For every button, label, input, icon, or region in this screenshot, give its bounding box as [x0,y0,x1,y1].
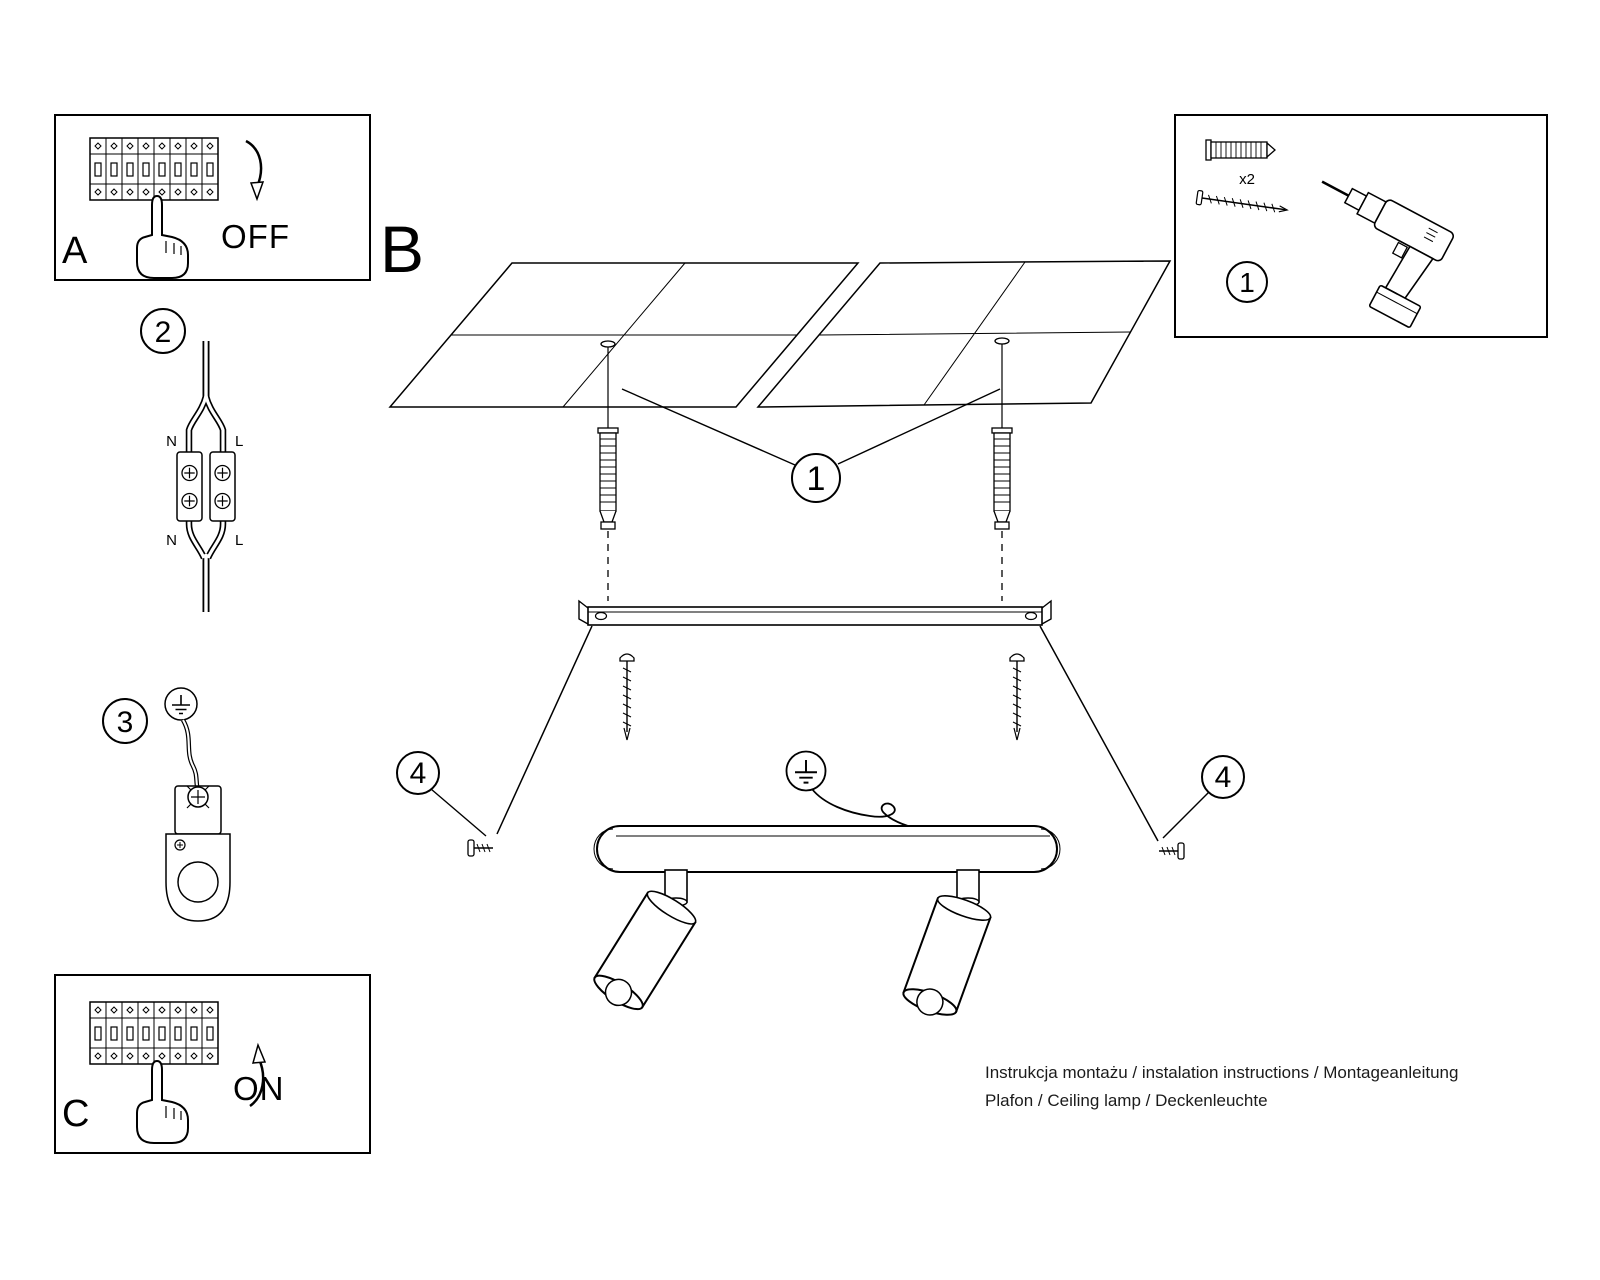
ceiling-panel-right-seams [818,261,1131,406]
panel-a: A OFF [54,114,371,281]
callout-4-right-number: 4 [1215,761,1232,794]
alignment-line-right [1039,625,1159,842]
off-label: OFF [221,218,290,255]
callout-1-badge [791,453,841,503]
step-3-badge [102,698,148,744]
step-2-wiring: 2 N L N L [140,308,243,612]
terminal-block [176,451,236,522]
circuit-breaker-icon [90,1002,218,1064]
drill-icon [1321,180,1455,328]
panel-c-letter: C [62,1093,89,1135]
wall-plug-right [991,427,1013,530]
rotate-off-arrow-icon [245,139,265,202]
mounting-screw-icon [1195,189,1289,213]
lamp-holder-drawing [165,785,231,922]
section-b: B 1 4 4 [380,212,1245,1016]
panel-a-letter: A [62,230,88,272]
bracket-hole-left [594,611,608,621]
wire-diagram [185,341,227,612]
anchor-qty-label: x2 [1239,171,1255,188]
step-1-badge [1226,261,1268,303]
alignment-line-left [496,625,593,835]
terminal-screw-icon [214,492,231,510]
callout-4-right-leader [1162,791,1210,839]
footer-line-2: Plafon / Ceiling lamp / Deckenleuchte [985,1091,1268,1110]
callout-4-left-leader [430,788,487,837]
step-1-number: 1 [1239,267,1255,298]
callout-4-right-badge [1201,755,1245,799]
panel-c: C ON [54,974,371,1154]
terminal-screw-icon [214,464,231,482]
on-label: ON [233,1070,285,1107]
callout-1-number: 1 [807,460,826,498]
callout-4-left-number: 4 [410,757,427,790]
ground-symbol-b-icon [785,750,827,792]
rotate-on-arrow-icon [249,1042,267,1108]
wall-plug-left [597,427,619,530]
drill-axis-lines [607,344,1003,428]
drill-hole-right [994,337,1010,345]
bracket-hole-right [1024,611,1038,621]
circuit-breaker-icon [90,138,218,200]
bracket-screw-left [619,653,635,741]
label-n-bottom: N [166,532,177,549]
step-2-number: 2 [155,316,172,349]
label-l-top: L [235,433,243,450]
ground-wire [811,788,909,827]
parts-box: x2 1 [1174,114,1548,338]
side-screw-left [467,839,494,857]
terminal-screw-icon [181,492,198,510]
panel-b-letter: B [380,212,424,286]
drill-hole-left [600,340,616,348]
wall-plug-icon [1205,139,1276,161]
spot-shade-right [902,895,992,1016]
label-l-bottom: L [235,532,243,549]
earth-wire-inner [182,719,199,787]
lamp-base [593,825,1061,873]
label-n-top: N [166,433,177,450]
ceiling-panel-left-seams [451,262,797,408]
mounting-bracket [578,599,1052,626]
callout-1-leaders [621,388,1001,466]
callout-4-left-badge [396,751,440,795]
spot-shade-left [593,890,697,1011]
bracket-screw-right [1009,653,1025,741]
footer-line-1: Instrukcja montażu / instalation instruc… [985,1063,1458,1082]
side-screw-right [1158,842,1185,860]
step-3-number: 3 [117,706,134,739]
step-2-badge [140,308,186,354]
ground-symbol-icon [164,687,198,721]
step-3-earth: 3 [102,687,231,922]
terminal-screw-icon [181,464,198,482]
